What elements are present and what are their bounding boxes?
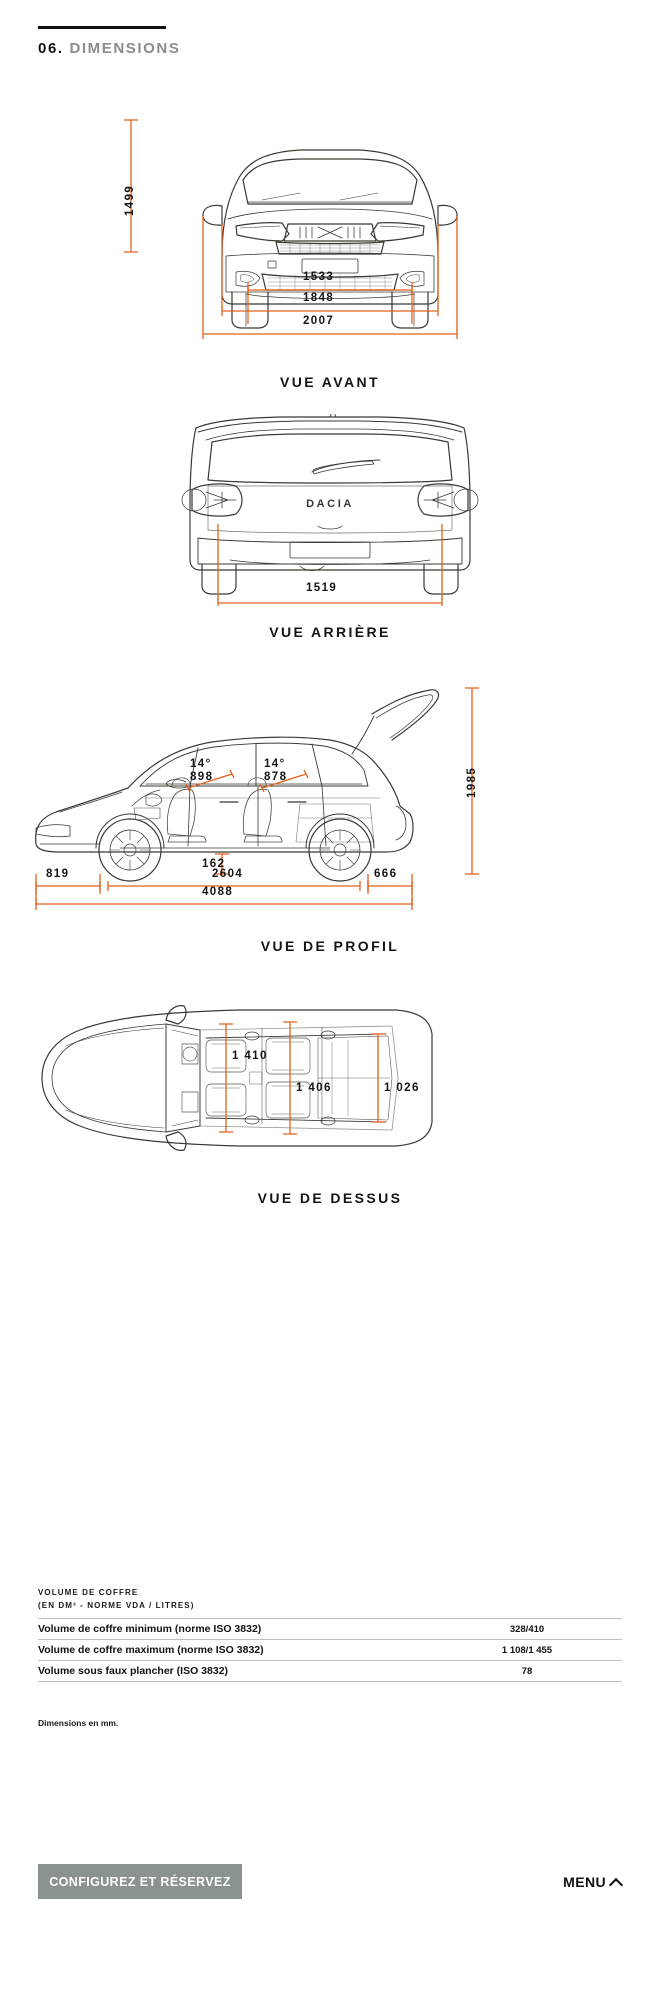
front-dim-height: 1499	[124, 184, 136, 216]
top-stage: 1 410 1 406 1 026	[0, 982, 660, 1174]
profile-stage: 14° 898 14° 878 162 819 2604 666 4088 19…	[0, 678, 660, 924]
front-view-caption: VUE AVANT	[280, 374, 380, 390]
rear-badge: DACIA	[306, 498, 354, 510]
rear-stage: DACIA 1519	[0, 414, 660, 606]
front-stage: 1499 1533 1848 2007	[0, 104, 660, 354]
boot-volume-table: VOLUME DE COFFRE (EN DM³ - NORME VDA / L…	[38, 1586, 622, 1683]
table-cell-label: Volume de coffre minimum (norme ISO 3832…	[38, 1618, 432, 1641]
profile-dim-total-length: 4088	[202, 886, 234, 898]
table-subtitle: (EN DM³ - NORME VDA / LITRES)	[38, 1601, 195, 1611]
profile-dim-front-angle: 14°	[190, 758, 212, 770]
top-dim-rear-width: 1 026	[384, 1082, 420, 1094]
table-cell-value: 328/410	[432, 1618, 622, 1641]
page-header: 06. DIMENSIONS	[38, 26, 180, 57]
table-cell-value: 1 108/1 455	[432, 1639, 622, 1662]
profile-dim-rear-angle: 14°	[264, 758, 286, 770]
top-dimension-lines	[219, 1021, 385, 1135]
rear-dim-track: 1519	[306, 582, 338, 594]
front-dim-width-mirrors: 2007	[303, 315, 335, 327]
front-dim-track: 1533	[303, 271, 335, 283]
table-title: VOLUME DE COFFRE	[38, 1588, 139, 1597]
rear-dimension-lines	[217, 524, 443, 606]
profile-dim-rear-headroom: 878	[264, 771, 288, 783]
front-dimension-lines	[124, 119, 458, 339]
profile-view-caption: VUE DE PROFIL	[260, 938, 400, 954]
view-rear: DACIA 1519 VUE ARRIÈRE	[0, 414, 660, 640]
table-row: Volume de coffre minimum (norme ISO 3832…	[38, 1618, 622, 1641]
header-rule	[38, 26, 166, 29]
profile-dim-front-overhang: 819	[46, 868, 70, 880]
table-header: VOLUME DE COFFRE (EN DM³ - NORME VDA / L…	[38, 1586, 622, 1612]
table-row: Volume de coffre maximum (norme ISO 3832…	[38, 1639, 622, 1662]
profile-dim-ground-clearance: 162	[202, 858, 226, 870]
page-title-label: DIMENSIONS	[69, 40, 181, 57]
chevron-up-icon	[611, 1877, 622, 1888]
table-cell-label: Volume sous faux plancher (ISO 3832)	[38, 1660, 432, 1683]
configure-and-reserve-button[interactable]: CONFIGUREZ ET RÉSERVEZ	[38, 1864, 242, 1899]
front-car-drawing	[202, 149, 458, 329]
profile-car-drawing	[35, 689, 440, 882]
table-row: Volume sous faux plancher (ISO 3832) 78	[38, 1660, 622, 1683]
page-title: 06. DIMENSIONS	[38, 40, 180, 57]
profile-dim-height-open-tailgate: 1985	[466, 766, 478, 798]
view-front: 1499 1533 1848 2007 VUE AVANT	[0, 104, 660, 390]
profile-dim-rear-overhang: 666	[374, 868, 398, 880]
table-cell-label: Volume de coffre maximum (norme ISO 3832…	[38, 1639, 432, 1662]
view-top: 1 410 1 406 1 026 VUE DE DESSUS	[0, 982, 660, 1206]
top-view-caption: VUE DE DESSUS	[257, 1190, 403, 1206]
view-profile: 14° 898 14° 878 162 819 2604 666 4088 19…	[0, 678, 660, 954]
units-note: Dimensions en mm.	[38, 1718, 119, 1728]
profile-dim-front-headroom: 898	[190, 771, 214, 783]
page-title-number: 06.	[38, 40, 64, 57]
table-cell-value: 78	[432, 1660, 622, 1683]
top-dim-mid-width: 1 406	[296, 1082, 332, 1094]
front-dim-width-body: 1848	[303, 292, 335, 304]
menu-toggle[interactable]: MENU	[563, 1874, 622, 1890]
profile-dimension-lines	[35, 687, 479, 910]
rear-car-drawing: DACIA	[181, 414, 479, 595]
top-dim-front-width: 1 410	[232, 1050, 268, 1062]
profile-dim-wheelbase: 2604	[212, 868, 244, 880]
rear-view-caption: VUE ARRIÈRE	[269, 624, 391, 640]
menu-label: MENU	[563, 1874, 606, 1890]
